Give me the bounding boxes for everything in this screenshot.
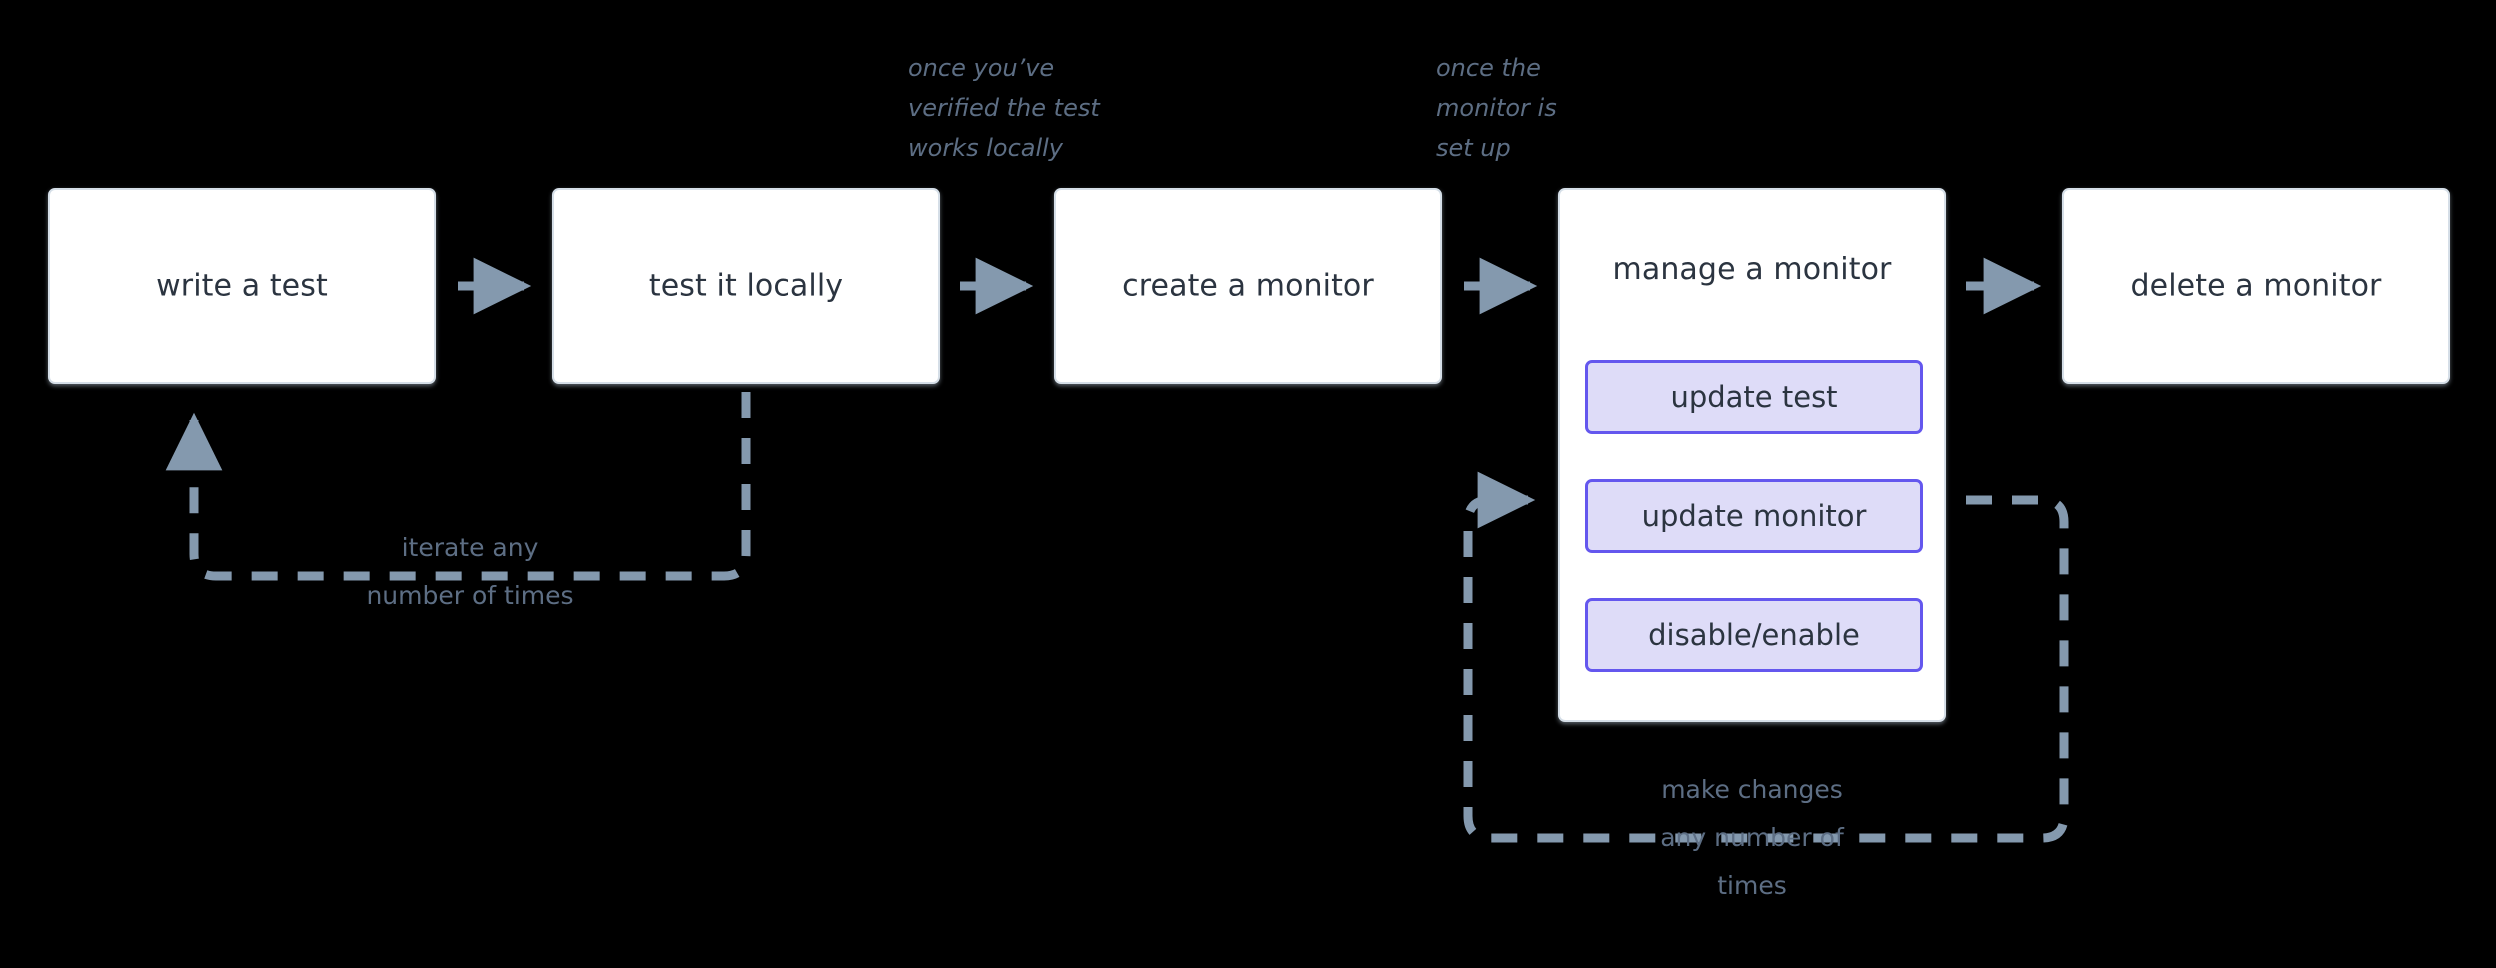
node-update-test[interactable]: update test <box>1585 360 1923 434</box>
node-label-delete-a-monitor: delete a monitor <box>2130 268 2382 304</box>
annotation-once-monitor-is-set-up: once the monitor is set up <box>1436 54 1557 162</box>
node-disable-enable[interactable]: disable/enable <box>1585 598 1923 672</box>
node-write-a-test[interactable]: write a test <box>48 188 436 384</box>
caption-iterate-any-number-of-times: iterate any number of times <box>366 533 574 610</box>
node-delete-a-monitor[interactable]: delete a monitor <box>2062 188 2450 384</box>
caption-make-changes-any-number-of-times: make changes any number of times <box>1660 775 1844 900</box>
node-label-manage-a-monitor: manage a monitor <box>1612 252 1892 287</box>
node-label-create-a-monitor: create a monitor <box>1122 268 1374 304</box>
node-manage-a-monitor[interactable]: manage a monitor update test update moni… <box>1558 188 1946 722</box>
node-label-update-test: update test <box>1670 380 1838 414</box>
node-update-monitor[interactable]: update monitor <box>1585 479 1923 553</box>
node-label-test-it-locally: test it locally <box>648 268 844 304</box>
node-create-a-monitor[interactable]: create a monitor <box>1054 188 1442 384</box>
node-test-it-locally[interactable]: test it locally <box>552 188 940 384</box>
annotation-once-verified-test-works-locally: once you’ve verified the test works loca… <box>908 54 1100 162</box>
node-label-update-monitor: update monitor <box>1641 499 1867 533</box>
node-label-write-a-test: write a test <box>156 268 328 304</box>
node-label-disable-enable: disable/enable <box>1648 618 1860 652</box>
